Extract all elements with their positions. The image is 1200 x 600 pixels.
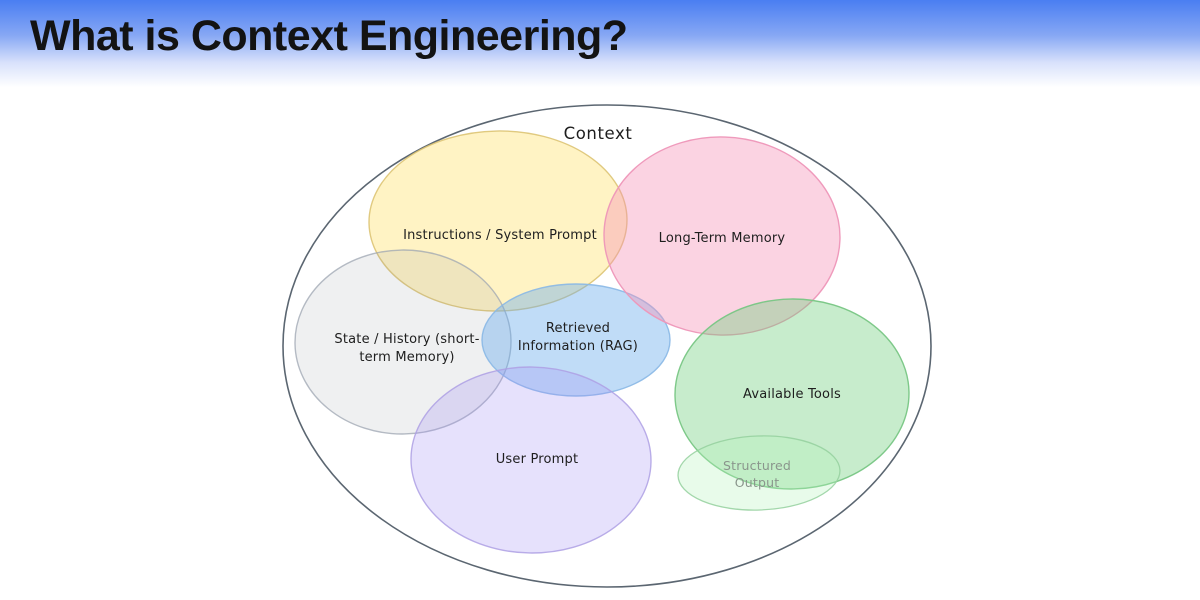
ellipse-structured-output [677,435,841,511]
ellipse-state-history [294,249,512,435]
available-tools-label: Available Tools [743,387,841,402]
outer-context-ellipse [282,104,932,588]
user-prompt-label: User Prompt [496,452,579,467]
ellipse-instructions-system-prompt [368,130,628,312]
state-history-label-line1: State / History (short- [334,332,479,347]
structured-output-label-line2: Output [735,475,780,490]
page-title: What is Context Engineering? [30,12,628,60]
retrieved-information-rag-label-line2: Information (RAG) [518,339,638,354]
venn-diagram-canvas: Context Instructions / System Prompt Lon… [282,104,932,588]
context-diagram: Context Instructions / System Prompt Lon… [0,100,1200,600]
retrieved-information-rag-label-line1: Retrieved [546,321,610,336]
context-label: Context [564,124,633,143]
ellipse-retrieved-information-rag [481,283,671,397]
instructions-system-prompt-label: Instructions / System Prompt [403,228,597,243]
ellipse-long-term-memory [603,136,841,336]
structured-output-label-line1: Structured [723,458,791,473]
ellipse-user-prompt [410,366,652,554]
ellipse-available-tools [674,298,910,490]
state-history-label-line2: term Memory) [359,350,454,365]
long-term-memory-label: Long-Term Memory [659,231,786,246]
page-header: What is Context Engineering? [0,0,1200,92]
